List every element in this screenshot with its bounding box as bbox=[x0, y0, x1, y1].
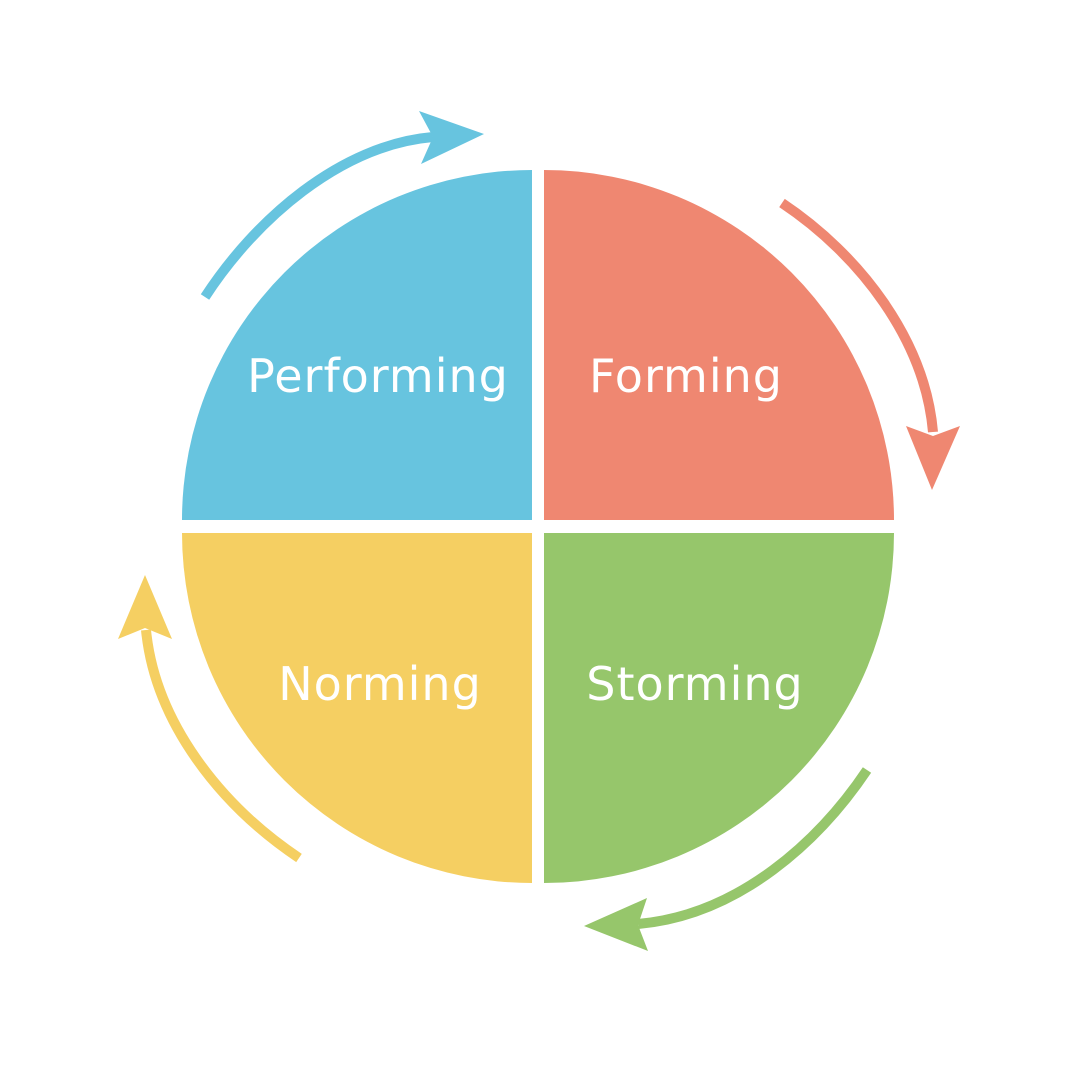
quadrant-performing bbox=[182, 170, 532, 520]
arrow-head bbox=[419, 111, 484, 164]
label-norming: Norming bbox=[278, 657, 482, 711]
arrow-performing-to-forming-icon bbox=[200, 111, 484, 300]
arrow-head bbox=[906, 426, 960, 490]
arrow-shaft bbox=[779, 198, 938, 433]
arrow-storming-to-norming-icon bbox=[584, 767, 872, 951]
quadrant-forming bbox=[544, 170, 894, 520]
quadrant-norming bbox=[182, 533, 532, 883]
label-forming: Forming bbox=[589, 349, 783, 403]
label-storming: Storming bbox=[586, 657, 803, 711]
label-performing: Performing bbox=[247, 349, 509, 403]
arrow-shaft bbox=[200, 132, 434, 300]
arrow-head bbox=[118, 575, 172, 639]
arrow-head bbox=[584, 898, 648, 951]
quadrant-storming bbox=[544, 533, 894, 883]
arrow-forming-to-storming-icon bbox=[779, 198, 960, 490]
arrow-shaft bbox=[141, 629, 302, 863]
arrow-norming-to-performing-icon bbox=[118, 575, 302, 863]
arrow-shaft bbox=[637, 767, 872, 929]
